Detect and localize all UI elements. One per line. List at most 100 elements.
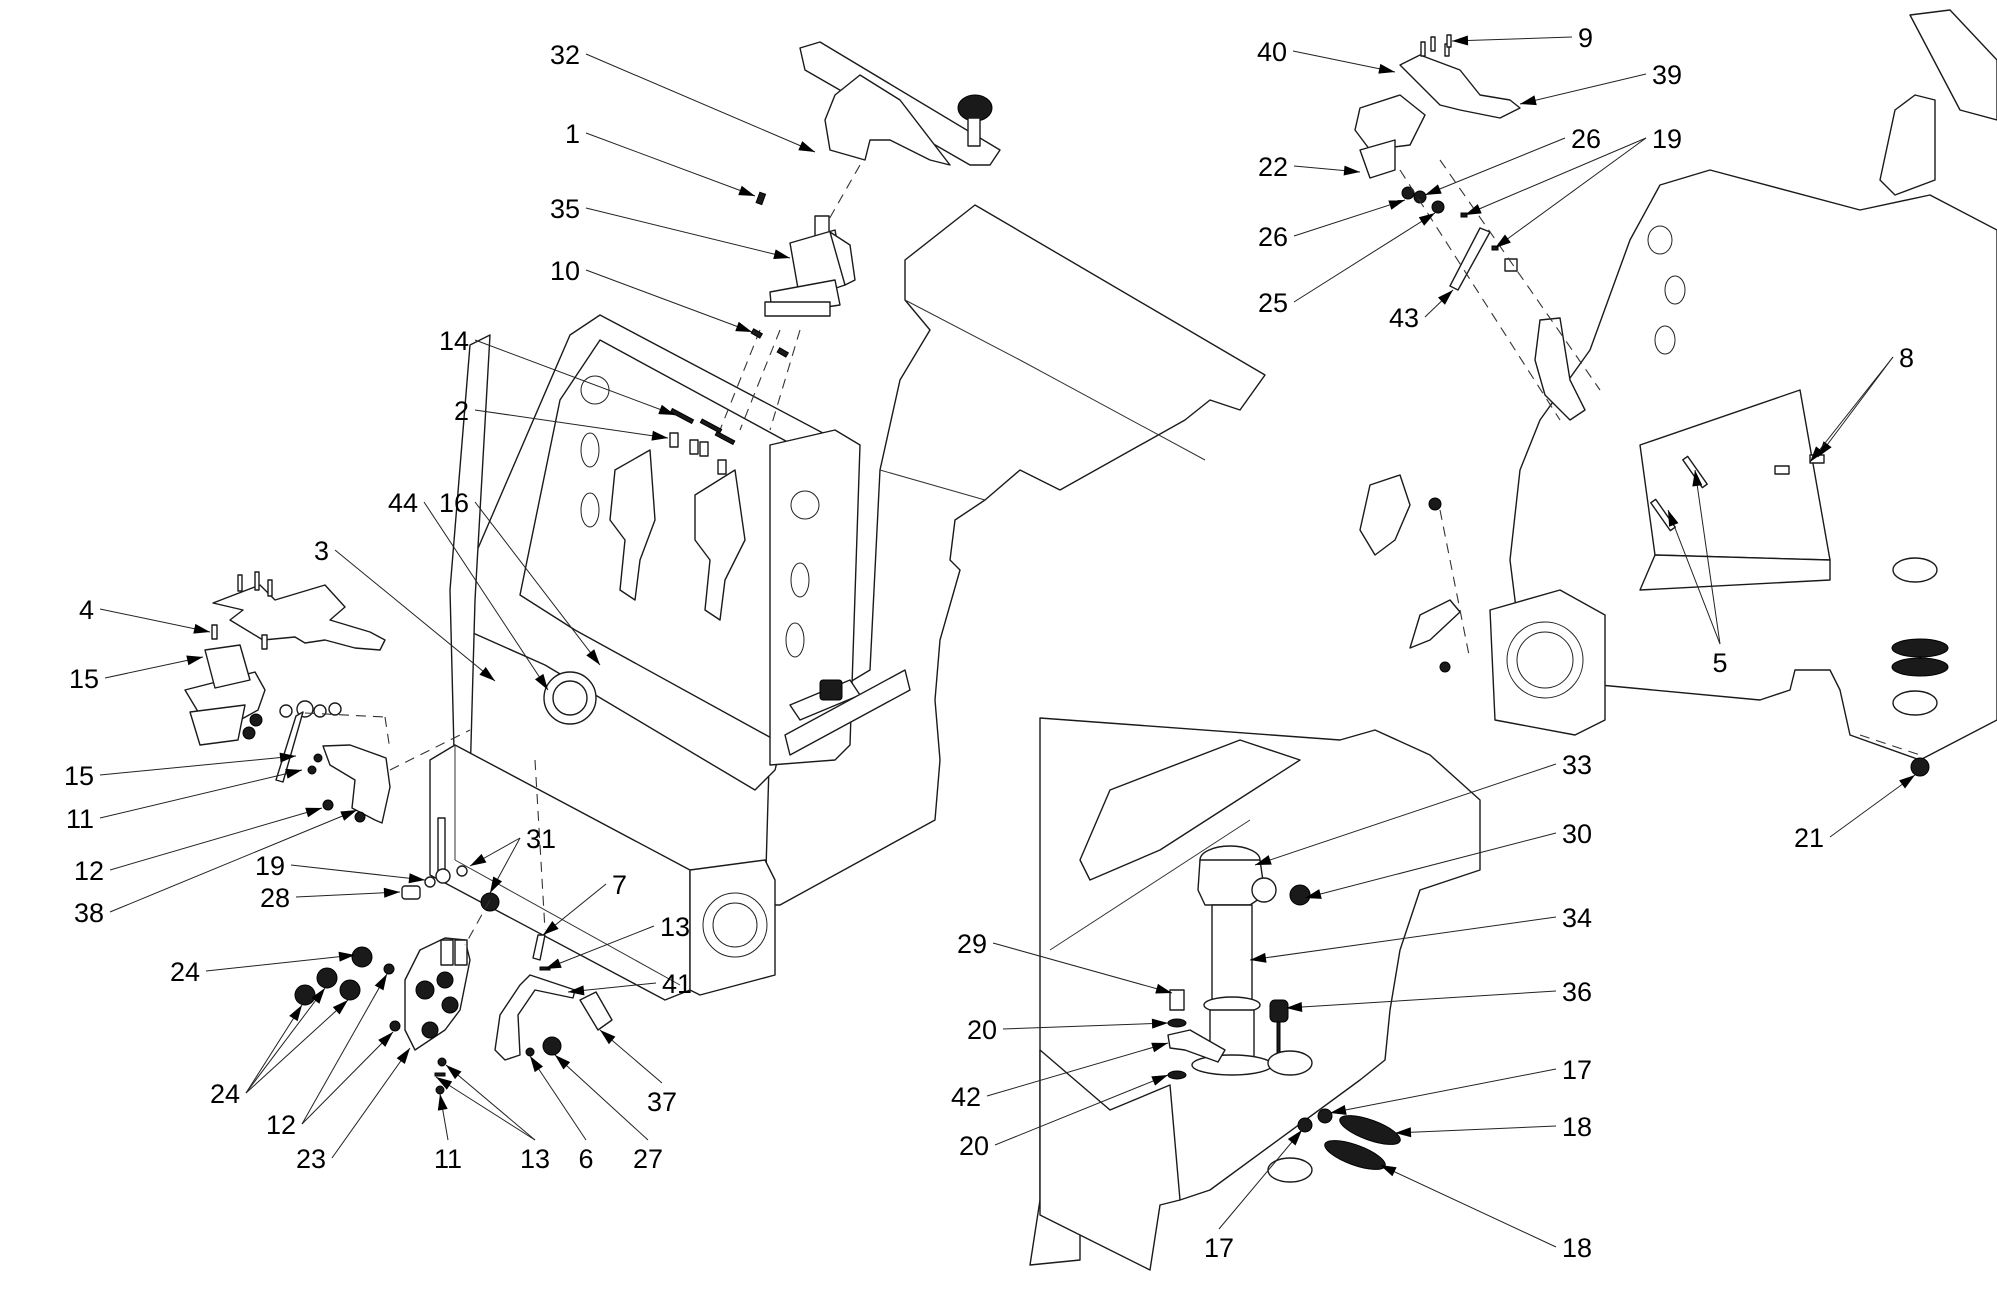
leader-line (435, 1076, 536, 1141)
leader-line (1002, 1022, 1169, 1030)
control-valve-body (404, 937, 471, 1051)
leader-line (585, 207, 791, 259)
callout-43-linkage-rod: 43 (1389, 289, 1454, 333)
arrowhead (470, 853, 487, 866)
arrowhead (738, 185, 755, 196)
leader-line (529, 1055, 587, 1141)
callout-label: 11 (434, 1144, 462, 1174)
callout-28-bolt: 28 (260, 883, 401, 913)
leader-line (474, 501, 601, 666)
arrowhead (545, 958, 562, 969)
arrowhead (332, 1000, 348, 1015)
callout-17-hose-clamp: 17 (1204, 1129, 1303, 1263)
arrowhead (1380, 1165, 1397, 1177)
callout-label: 20 (959, 1131, 989, 1161)
callout-label: 15 (64, 761, 94, 791)
callout-label: 34 (1562, 903, 1592, 933)
leader-line (1494, 137, 1647, 249)
arrowhead (490, 876, 503, 893)
arrowhead (408, 873, 425, 884)
callout-label: 27 (633, 1144, 663, 1174)
arrowhead (279, 752, 296, 763)
callout-label: 17 (1562, 1055, 1592, 1085)
callout-label: 2 (454, 396, 469, 426)
callout-19-washer: 19 (255, 851, 426, 884)
callout-14-washer: 14 (439, 326, 676, 416)
leader-line (1293, 212, 1436, 303)
arrowhead (773, 249, 790, 260)
arrowhead (651, 430, 668, 441)
arrowhead (798, 141, 815, 152)
arrowhead (1287, 1130, 1302, 1146)
callout-30-fitting: 30 (1304, 819, 1592, 899)
arrowhead (311, 988, 325, 1004)
bracket-plate (212, 584, 386, 651)
leader-line (1329, 1068, 1557, 1114)
leader-line (1829, 774, 1916, 838)
arrowhead (285, 768, 302, 779)
leader-line (1304, 832, 1557, 899)
arrowhead (1343, 165, 1360, 176)
callout-35-steering-column-unit: 35 (550, 194, 791, 260)
leader-line (104, 656, 204, 679)
callout-label: 26 (1258, 222, 1288, 252)
callout-label: 12 (266, 1110, 296, 1140)
leader-line (1394, 1125, 1557, 1134)
callout-label: 33 (1562, 750, 1592, 780)
callout-15-washer: 15 (64, 752, 297, 791)
callout-3-bolt: 3 (314, 536, 496, 682)
callout-label: 16 (439, 488, 469, 518)
arrowhead (1692, 470, 1703, 487)
callout-label: 13 (660, 912, 690, 942)
callout-label: 7 (612, 870, 627, 900)
callout-label: 22 (1258, 152, 1288, 182)
callout-18-hose: 18 (1394, 1112, 1592, 1142)
callout-label: 32 (550, 40, 580, 70)
callout-12-nut: 12 (266, 973, 394, 1140)
arrowhead (1378, 63, 1395, 74)
callout-label: 30 (1562, 819, 1592, 849)
leader-line (334, 549, 496, 682)
arrowhead (340, 810, 357, 821)
arrowhead (1810, 446, 1824, 462)
callout-24-fitting: 24 (210, 987, 349, 1109)
leader-line (1667, 509, 1721, 645)
arrowhead (338, 951, 355, 962)
callout-24-fitting: 24 (170, 951, 356, 987)
control-lever (494, 974, 576, 1061)
callout-label: 21 (1794, 823, 1824, 853)
arrowhead (1465, 204, 1482, 215)
leader-line (994, 1074, 1169, 1146)
arrowhead (383, 887, 400, 898)
leader-line (1464, 137, 1647, 216)
callout-1-steering-pin: 1 (565, 119, 756, 197)
arrowhead (1255, 855, 1272, 865)
arrowhead (530, 1056, 544, 1073)
leader-line (290, 864, 426, 881)
leader-line (109, 807, 323, 871)
callout-label: 44 (388, 488, 418, 518)
callout-11-nut: 11 (66, 768, 303, 834)
leader-line (301, 1031, 394, 1125)
callout-23-control-valve: 23 (296, 1047, 411, 1174)
leader-line (99, 608, 211, 633)
leader-line (585, 53, 816, 153)
arrowhead (437, 1094, 448, 1111)
leader-line (544, 925, 655, 970)
arrowhead (658, 404, 675, 415)
callout-18-hose: 18 (1379, 1164, 1592, 1263)
leader-line (301, 973, 388, 1125)
callout-label: 36 (1562, 977, 1592, 1007)
leader-line (99, 755, 297, 776)
callout-8-bolt: 8 (1809, 343, 1914, 463)
callout-label: 28 (260, 883, 290, 913)
callout-label: 19 (255, 851, 285, 881)
arrowhead (1330, 1105, 1347, 1115)
callout-20-seal-washer: 20 (959, 1074, 1169, 1161)
leader-line (1293, 199, 1406, 237)
callout-label: 26 (1571, 124, 1601, 154)
arrowhead (1151, 1018, 1168, 1029)
callout-label: 12 (74, 856, 104, 886)
